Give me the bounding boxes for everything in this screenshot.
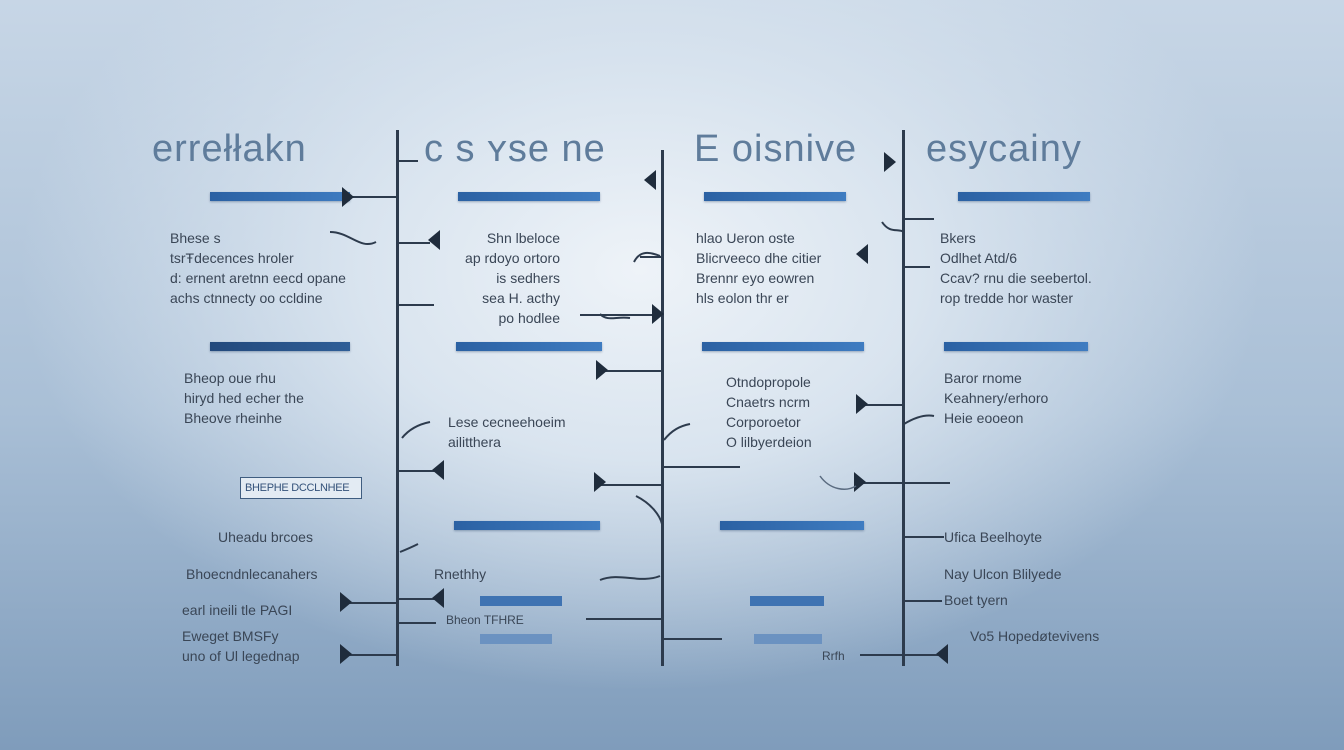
arrow-c2-2 — [428, 230, 440, 250]
chip-c2-1 — [480, 596, 562, 606]
section-bar-c2-3 — [454, 521, 600, 530]
tick-c4-3 — [904, 218, 934, 220]
arrow-c1-11 — [340, 644, 352, 664]
column-heading-3: E oisnive — [694, 128, 857, 171]
tick-c1-2 — [398, 242, 430, 244]
chip-c2-2 — [480, 634, 552, 644]
column-heading-4: esycainy — [926, 128, 1082, 170]
timeline-spine-2 — [661, 150, 664, 666]
column-heading-1: errełłakn — [152, 128, 307, 170]
tick-c3-8 — [664, 638, 722, 640]
tick-c1-6 — [398, 470, 438, 472]
arrow-c3-5 — [856, 394, 868, 414]
text-block-c4c: Ufica Beelhoyte — [944, 529, 1043, 545]
column-heading-2: c s ʏse ne — [424, 128, 606, 171]
section-bar-c1-2 — [210, 342, 350, 351]
column-heading-3-text: E oisnive — [694, 128, 858, 170]
tick-c1-9 — [398, 598, 438, 600]
section-bar-c2-2 — [456, 342, 602, 351]
text-block-c4d: Nay Ulcon Blilyede — [944, 566, 1062, 582]
tick-c3-7 — [860, 482, 950, 484]
section-bar-c1-1 — [210, 192, 350, 201]
tick-c4-8 — [904, 536, 944, 538]
tick-c4-9 — [904, 600, 942, 602]
tick-c3-9 — [860, 654, 948, 656]
chip-c3-1 — [750, 596, 824, 606]
bar-connector-c1-1 — [350, 196, 396, 198]
section-bar-c3-1 — [704, 192, 846, 201]
tick-c2-4 — [640, 256, 662, 258]
tick-c2-6 — [600, 484, 662, 486]
text-block-c1d: Uheadu brcoes — [218, 529, 313, 545]
arrow-c1-6 — [432, 460, 444, 480]
section-bar-c3-3 — [720, 521, 864, 530]
tick-c3-5 — [862, 404, 902, 406]
column-heading-2-text: c s ʏse ne — [424, 128, 606, 170]
arrow-c2-3 — [652, 304, 664, 324]
tag-c1f: PAGI — [259, 602, 293, 618]
spine-2-top-arrow — [644, 170, 656, 190]
text-block-c1g: Eweget BMSFy — [182, 628, 279, 644]
tick-c2-8 — [586, 618, 662, 620]
text-block-c3c: Rrfh — [822, 649, 845, 663]
label-box-c1c: BHEPHE DCCLNHEE — [240, 477, 362, 499]
timeline-spine-3 — [902, 130, 905, 666]
arrow-c1-8 — [340, 592, 352, 612]
arrow-c2-5 — [596, 360, 608, 380]
spine-3-top-arrow — [884, 152, 896, 172]
text-block-c2c: Rnethhy — [434, 566, 487, 582]
arrow-c4-9 — [936, 644, 948, 664]
tick-c1-3 — [398, 304, 434, 306]
arrow-c3-7 — [854, 472, 866, 492]
tick-c1-8 — [346, 602, 396, 604]
text-block-c1f: earl ineili tle PAGI — [182, 602, 293, 618]
chip-c3-2 — [754, 634, 822, 644]
text-block-c2d: Bheon TFHRE — [446, 613, 524, 627]
text-block-c4e: Boet tyern — [944, 592, 1008, 608]
arrow-c1-1 — [342, 187, 354, 207]
section-bar-c4-1 — [958, 192, 1090, 201]
timeline-spine-1 — [396, 130, 399, 666]
spine-1-top-tick — [398, 160, 418, 162]
text-block-c1e: Bhoecndnlecanahers — [186, 566, 318, 582]
tick-c1-11 — [346, 654, 396, 656]
arrow-c2-6 — [594, 472, 606, 492]
text-block-c1h: uno of Ul legednap — [182, 648, 300, 664]
section-bar-c2-1 — [458, 192, 600, 201]
tick-c4-2 — [904, 266, 930, 268]
arrow-c3-2 — [856, 244, 868, 264]
tick-c2-5 — [604, 370, 662, 372]
arrow-c1-9 — [432, 588, 444, 608]
tick-c2-3 — [580, 314, 662, 316]
text-block-c4f: Vo5 Hopedøtevivens — [970, 628, 1100, 644]
section-bar-c3-2 — [702, 342, 864, 351]
tick-c1-10 — [398, 622, 436, 624]
section-bar-c4-2 — [944, 342, 1088, 351]
tick-c3-6 — [664, 466, 740, 468]
